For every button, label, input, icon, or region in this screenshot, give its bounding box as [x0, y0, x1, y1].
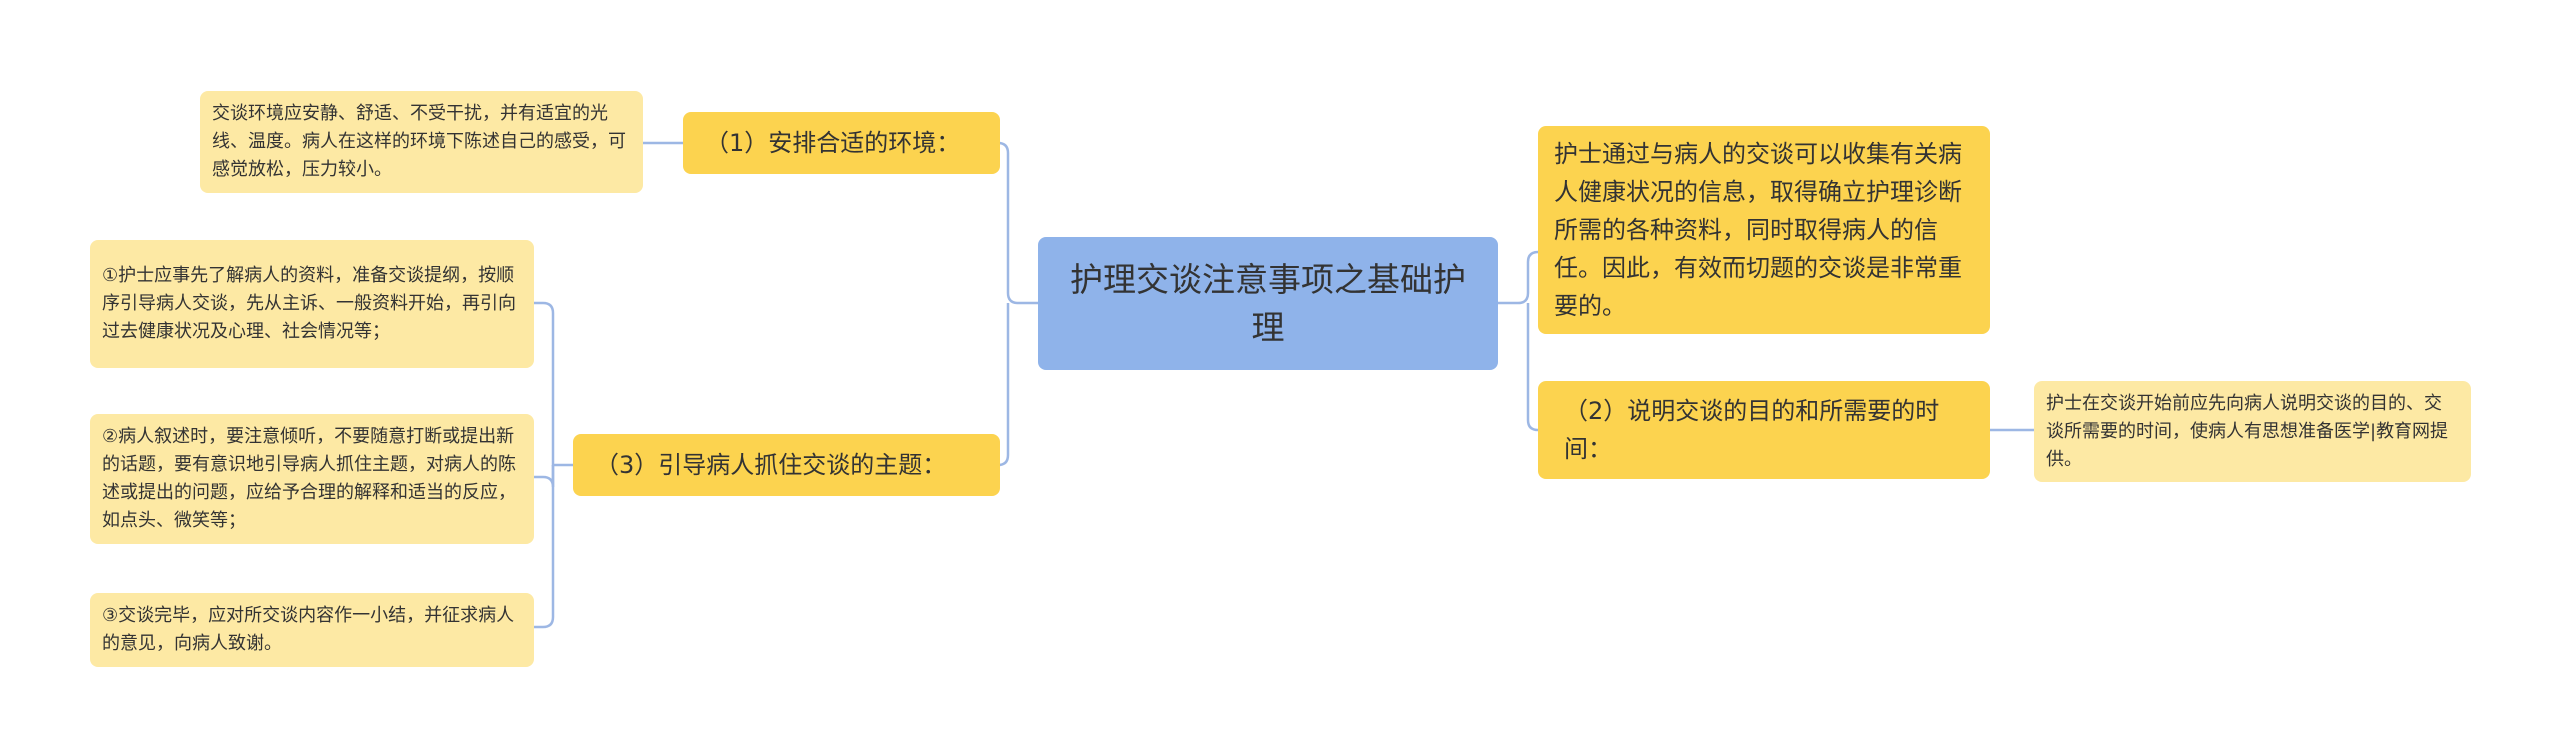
leaf-purpose-time-detail-text: 护士在交谈开始前应先向病人说明交谈的目的、交谈所需要的时间，使病人有思想准备医学…	[2046, 392, 2449, 470]
leaf-guide-topic-3-text: ③交谈完毕，应对所交谈内容作一小结，并征求病人的意见，向病人致谢。	[102, 605, 515, 654]
branch-guide-topic-label: （3）引导病人抓住交谈的主题：	[595, 451, 947, 479]
central-topic[interactable]: 护理交谈注意事项之基础护理	[1038, 237, 1498, 370]
connector-central-left-1	[990, 141, 1038, 305]
branch-guide-topic[interactable]: （3）引导病人抓住交谈的主题：	[573, 434, 1000, 496]
central-topic-text: 护理交谈注意事项之基础护理	[1070, 259, 1466, 347]
leaf-guide-topic-1[interactable]: ①护士应事先了解病人的资料，准备交谈提纲，按顺序引导病人交谈，先从主诉、一般资料…	[90, 240, 534, 368]
branch-purpose-time-label: （2）说明交谈的目的和所需要的时间：	[1564, 397, 1940, 463]
branch-environment-label: （1）安排合适的环境：	[705, 129, 961, 157]
connector-left3-leaf1	[534, 301, 573, 467]
branch-importance-text: 护士通过与病人的交谈可以收集有关病人健康状况的信息，取得确立护理诊断所需的各种资…	[1554, 140, 1962, 320]
branch-importance[interactable]: 护士通过与病人的交谈可以收集有关病人健康状况的信息，取得确立护理诊断所需的各种资…	[1538, 126, 1990, 334]
leaf-purpose-time-detail[interactable]: 护士在交谈开始前应先向病人说明交谈的目的、交谈所需要的时间，使病人有思想准备医学…	[2034, 381, 2471, 482]
connector-central-right-1	[1498, 250, 1542, 305]
connector-central-right-2	[1526, 303, 1542, 432]
leaf-guide-topic-2-text: ②病人叙述时，要注意倾听，不要随意打断或提出新的话题，要有意识地引导病人抓住主题…	[102, 426, 516, 531]
leaf-environment-detail-text: 交谈环境应安静、舒适、不受干扰，并有适宜的光线、温度。病人在这样的环境下陈述自己…	[212, 103, 626, 180]
leaf-guide-topic-1-text: ①护士应事先了解病人的资料，准备交谈提纲，按顺序引导病人交谈，先从主诉、一般资料…	[102, 265, 516, 342]
branch-environment[interactable]: （1）安排合适的环境：	[683, 112, 1000, 174]
leaf-environment-detail[interactable]: 交谈环境应安静、舒适、不受干扰，并有适宜的光线、温度。病人在这样的环境下陈述自己…	[200, 91, 643, 193]
connector-left3-leaf2	[534, 465, 555, 488]
branch-purpose-time[interactable]: （2）说明交谈的目的和所需要的时间：	[1538, 381, 1990, 479]
connector-left3-leaf3	[534, 465, 555, 629]
leaf-guide-topic-3[interactable]: ③交谈完毕，应对所交谈内容作一小结，并征求病人的意见，向病人致谢。	[90, 593, 534, 667]
leaf-guide-topic-2[interactable]: ②病人叙述时，要注意倾听，不要随意打断或提出新的话题，要有意识地引导病人抓住主题…	[90, 414, 534, 544]
